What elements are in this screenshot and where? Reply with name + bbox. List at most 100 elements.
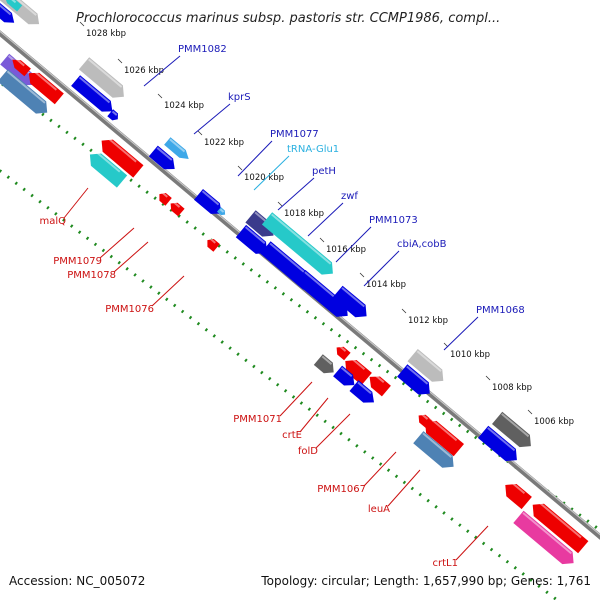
forward-gene-label: petH [312, 166, 336, 177]
gene-arrow-shine [111, 110, 118, 116]
reverse-label-leader [279, 381, 313, 417]
gene-arrow-shine [14, 57, 25, 67]
reverse-label-leader [387, 469, 421, 507]
gene-arrow [107, 109, 118, 121]
gene-arrow-shine [338, 345, 347, 352]
gene-arrow [78, 57, 124, 98]
reverse-label-leader [63, 187, 89, 219]
gene-arrow [207, 239, 220, 252]
gene-arrow-shine [341, 287, 365, 308]
gene-arrow [345, 360, 372, 386]
reverse-gene-label: PMM1071 [233, 414, 282, 425]
forward-gene-label: cbiA,cobB [397, 239, 447, 250]
gene-arrow [71, 75, 113, 112]
gene-arrow-shine [169, 138, 186, 153]
gene-arrow [492, 411, 531, 448]
gene-arrow [5, 0, 23, 12]
dotted-line-2 [0, 168, 560, 600]
forward-label-leader [253, 155, 290, 191]
reverse-gene-label: malQ [39, 216, 66, 227]
kbp-tick-label: 1006 kbp [534, 417, 574, 427]
kbp-tick-mark [197, 130, 203, 136]
kbp-tick-label: 1018 kbp [284, 209, 324, 219]
gene-arrow [235, 224, 267, 254]
gene-arrow-shine [201, 190, 220, 206]
kbp-tick-mark [319, 237, 325, 243]
forward-gene-label: PMM1068 [476, 305, 525, 316]
gene-arrow-shine [357, 381, 372, 395]
reverse-label-leader [299, 397, 329, 433]
reverse-label-leader [315, 413, 351, 449]
gene-arrow [194, 189, 222, 214]
gene-arrow [159, 193, 172, 206]
gene-arrow-shine [16, 0, 37, 16]
forward-label-leader [363, 250, 400, 287]
reverse-label-leader [99, 227, 135, 259]
forward-label-leader [143, 55, 181, 87]
kbp-tick-label: 1026 kbp [124, 66, 164, 76]
reverse-gene-label: PMM1079 [53, 256, 102, 267]
gene-arrow [407, 349, 444, 382]
gc-skew-dotted-lines [0, 80, 600, 600]
gene-arrow-shine [0, 4, 12, 16]
gene-arrow-shine [420, 413, 429, 420]
gene-arrow-shine [501, 413, 530, 438]
accession-text: Accession: NC_005072 [9, 574, 145, 588]
gene-arrow [369, 376, 391, 397]
gene-arrow-shine [522, 512, 572, 555]
kbp-tick-mark [237, 165, 243, 171]
gene-arrow [0, 0, 40, 25]
kbp-tick-label: 1010 kbp [450, 350, 490, 360]
gene-arrow-shine [156, 147, 173, 161]
gene-arrow [397, 364, 430, 395]
forward-gene-label: kprS [228, 92, 251, 103]
gene-arrow-shine [78, 76, 111, 104]
kbp-tick-mark [277, 201, 283, 207]
gene-arrow-shine [321, 355, 333, 365]
gene-arrow [0, 69, 48, 114]
forward-label-leader [335, 226, 372, 263]
forward-label-leader [237, 140, 273, 177]
kbp-tick-mark [485, 375, 491, 381]
gene-arrow-shine [88, 58, 123, 88]
kbp-tick-label: 1020 kbp [244, 173, 284, 183]
gene-arrow [413, 431, 454, 468]
gene-arrow [245, 210, 274, 237]
reverse-label-leader [113, 241, 149, 273]
gene-arrow-shine [271, 213, 332, 265]
reverse-gene-label: folD [298, 446, 318, 457]
gene-arrow [295, 269, 348, 317]
forward-label-leader [307, 202, 344, 237]
reverse-gene-label: crtL1 [433, 558, 458, 569]
forward-label-leader [277, 177, 315, 211]
reverse-label-leader [151, 275, 185, 307]
gene-arrow-shine [536, 500, 582, 539]
kbp-tick-mark [79, 21, 85, 27]
gene-arrow [513, 510, 574, 565]
kbp-tick-mark [401, 308, 407, 314]
gene-arrow [418, 414, 433, 429]
gene-arrow [12, 59, 31, 77]
gene-arrow [333, 365, 355, 386]
forward-gene-label: tRNA-Glu1 [287, 144, 339, 155]
gene-arrow-shine [209, 237, 216, 244]
topology-text: Topology: circular; Length: 1,657,990 bp… [260, 574, 591, 588]
kbp-tick-label: 1028 kbp [86, 29, 126, 39]
gene-arrow [532, 503, 589, 554]
gene-arrow-shine [219, 208, 225, 213]
gene-arrow [261, 212, 333, 275]
kbp-tick-label: 1016 kbp [326, 245, 366, 255]
gene-arrow [89, 153, 128, 188]
gene-arrow [164, 137, 189, 159]
kbp-tick-label: 1012 kbp [408, 316, 448, 326]
gene-arrow-shine [93, 149, 121, 173]
gene-arrow-shine [349, 356, 366, 371]
gene-arrow-shine [340, 366, 353, 378]
gene-arrow [332, 285, 367, 318]
gene-arrow-shine [105, 135, 137, 163]
gene-arrow-shine [6, 70, 46, 104]
reverse-label-leader [455, 525, 489, 561]
kbp-tick-mark [157, 93, 163, 99]
gene-arrow-shine [172, 201, 181, 208]
